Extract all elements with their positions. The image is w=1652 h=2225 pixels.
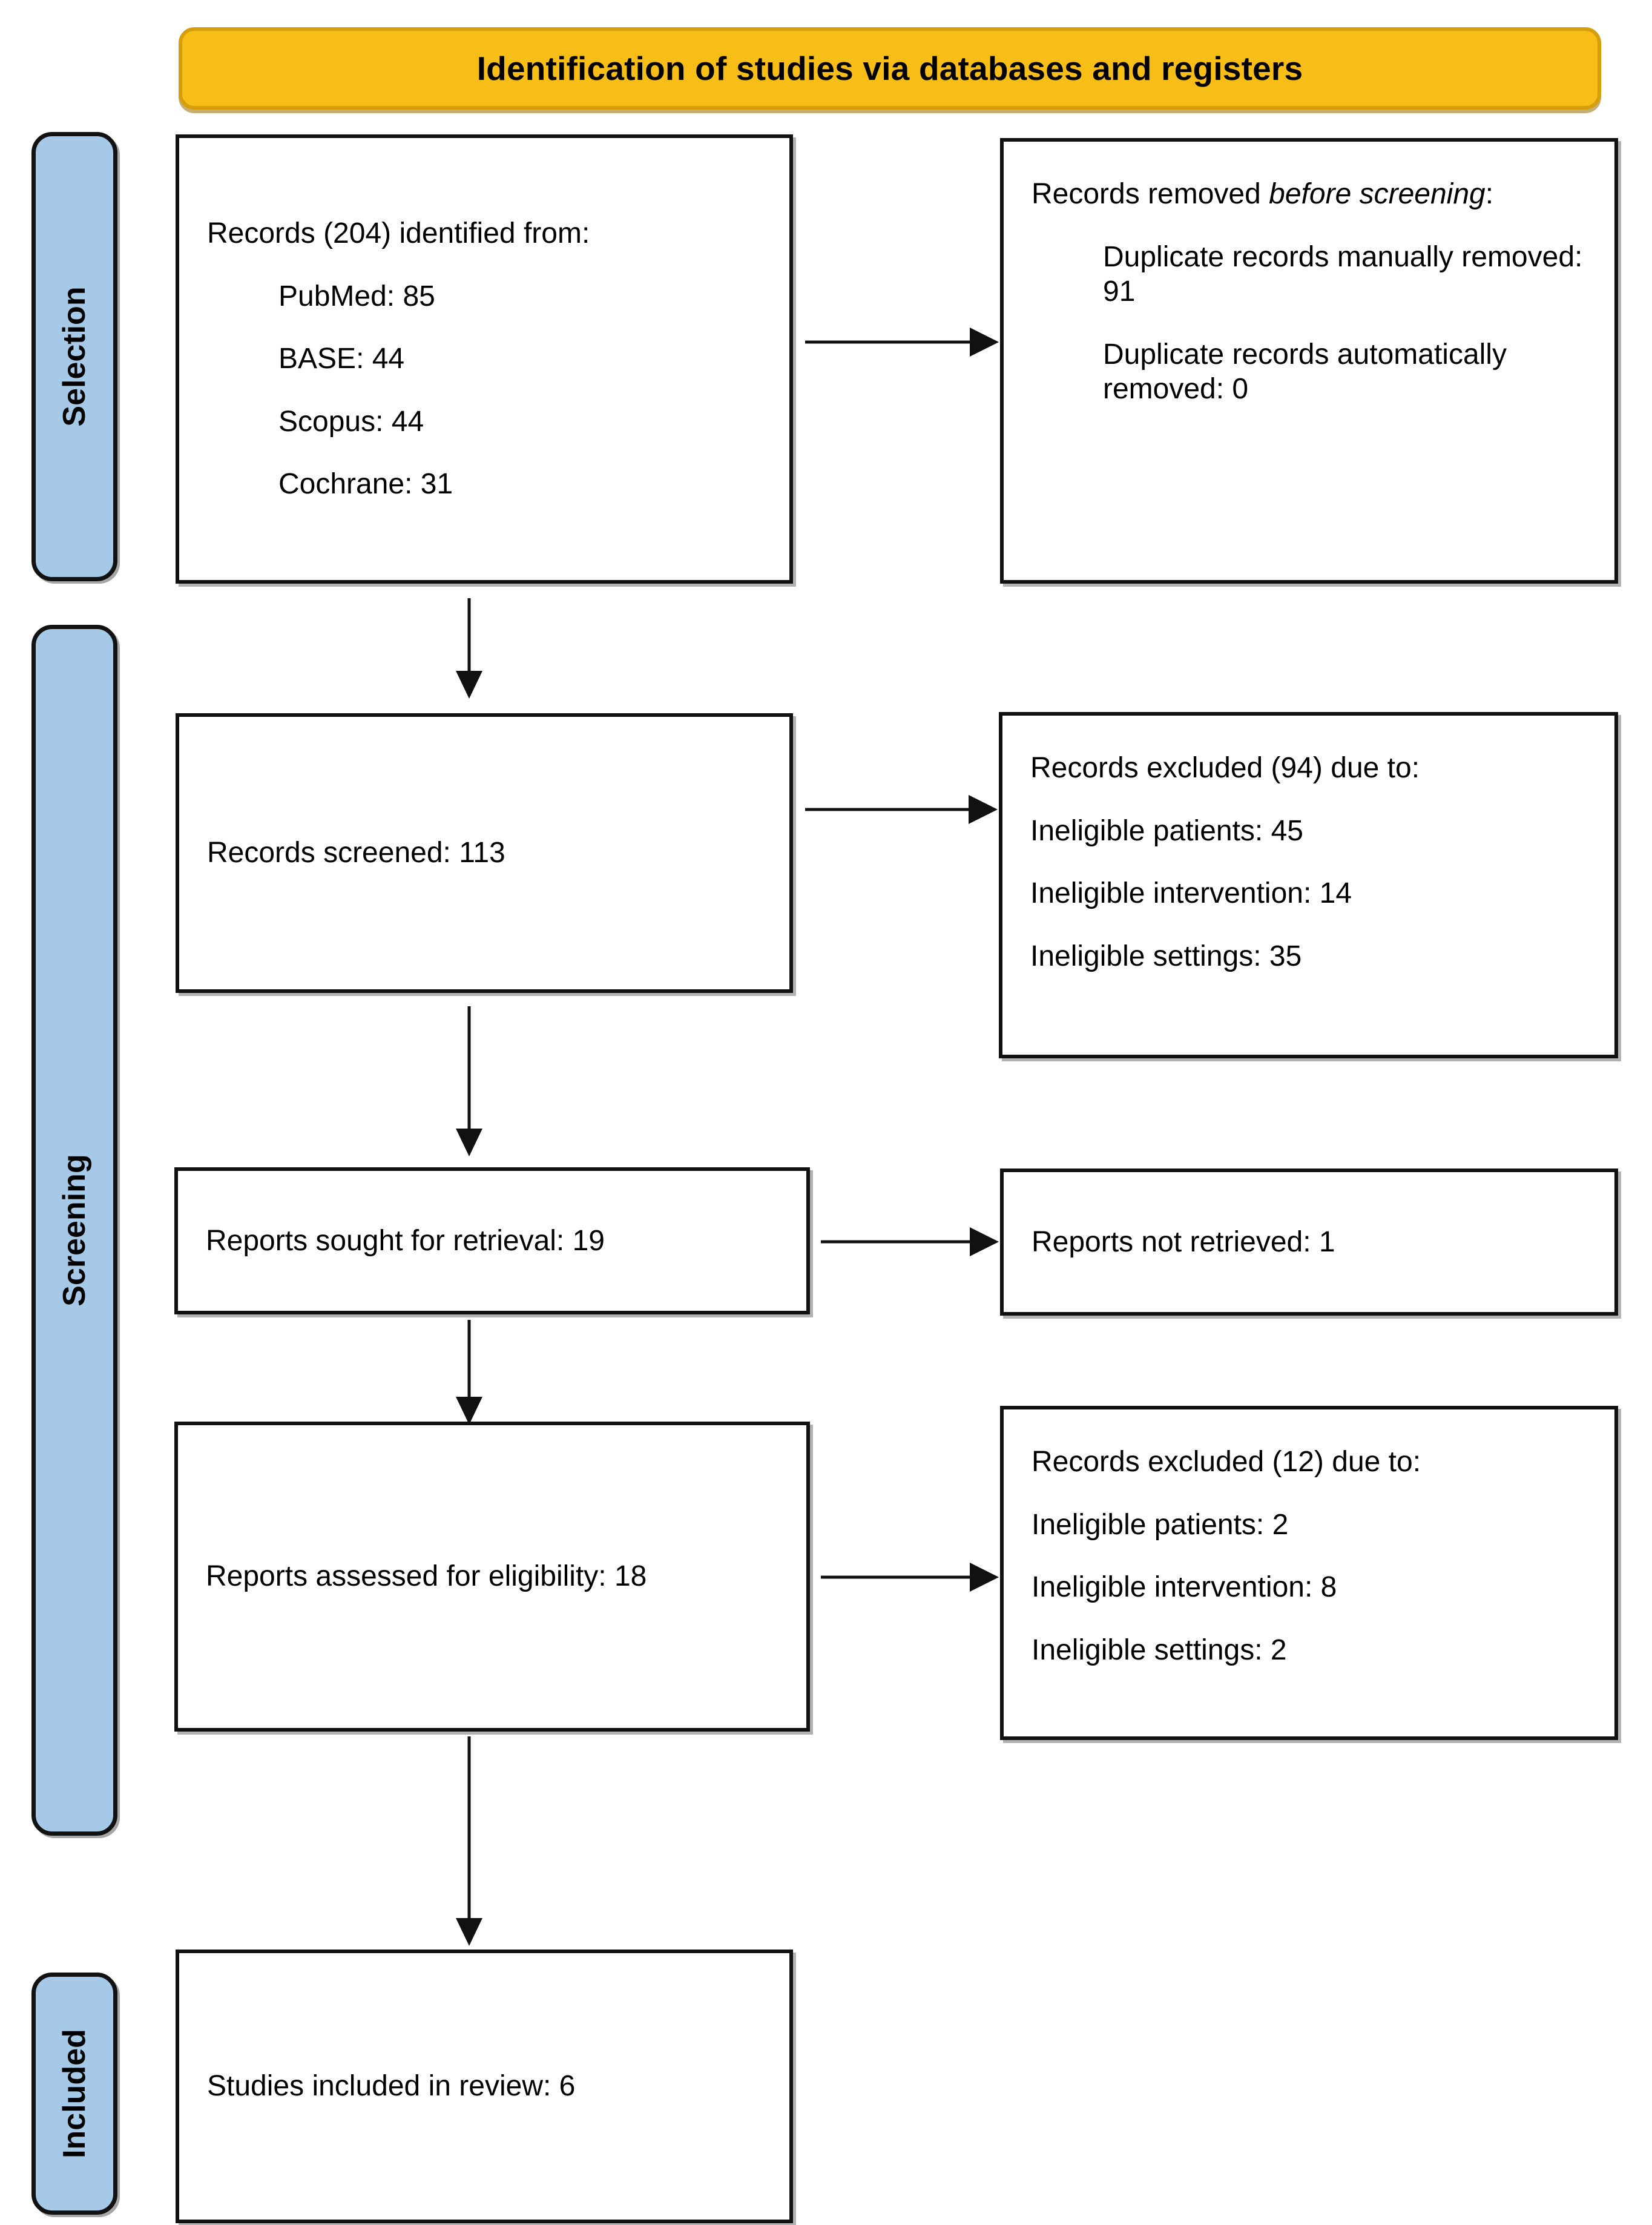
identification-banner: Identification of studies via databases … [179, 27, 1601, 110]
stage-label-included: Included [57, 2029, 92, 2158]
removed-heading: Records removed before screening: [1032, 177, 1587, 212]
removed-item-manual: Duplicate records manually removed: 91 [1103, 240, 1583, 308]
box-studies-included: Studies included in review: 6 [176, 1950, 793, 2223]
excluded12-item-patients: Ineligible patients: 2 [1032, 1508, 1289, 1541]
box-reports-sought: Reports sought for retrieval: 19 [174, 1167, 810, 1314]
removed-heading-post: : [1485, 178, 1494, 210]
arrow-sought-to-not-retrieved [821, 1227, 1000, 1257]
reports-assessed-text: Reports assessed for eligibility: 18 [206, 1560, 647, 1593]
reports-sought-text: Reports sought for retrieval: 19 [206, 1224, 605, 1257]
excluded12-item-settings: Ineligible settings: 2 [1032, 1633, 1287, 1666]
stage-band-screening: Screening [31, 625, 117, 1836]
arrow-assessed-to-excluded [821, 1562, 1000, 1592]
stage-band-selection: Selection [31, 132, 117, 581]
excluded94-item-patients: Ineligible patients: 45 [1030, 814, 1303, 847]
stage-band-included: Included [31, 1973, 117, 2215]
reports-not-retrieved-text: Reports not retrieved: 1 [1032, 1225, 1335, 1258]
stage-label-selection: Selection [57, 286, 92, 427]
box-records-identified: Records (204) identified from: PubMed: 8… [176, 134, 793, 584]
records-screened-text: Records screened: 113 [207, 837, 505, 869]
excluded94-item-settings: Ineligible settings: 35 [1030, 940, 1302, 972]
excluded12-heading: Records excluded (12) due to: [1032, 1446, 1421, 1478]
removed-heading-pre: Records removed [1032, 178, 1269, 210]
excluded94-item-intervention: Ineligible intervention: 14 [1030, 877, 1352, 910]
arrow-identified-to-removed [805, 327, 1000, 357]
identified-source-scopus: Scopus: 44 [278, 405, 424, 438]
identified-source-cochrane: Cochrane: 31 [278, 468, 453, 501]
box-records-screened: Records screened: 113 [176, 713, 793, 993]
box-reports-assessed: Reports assessed for eligibility: 18 [174, 1422, 810, 1732]
box-reports-not-retrieved: Reports not retrieved: 1 [1000, 1169, 1618, 1316]
excluded94-heading: Records excluded (94) due to: [1030, 752, 1420, 784]
arrow-sought-to-assessed [454, 1320, 484, 1426]
removed-heading-emphasis: before screening [1269, 178, 1486, 210]
arrow-assessed-to-included [454, 1736, 484, 1948]
identified-heading: Records (204) identified from: [207, 217, 590, 250]
removed-item-automatic: Duplicate records automatically removed:… [1103, 338, 1507, 406]
banner-title: Identification of studies via databases … [476, 50, 1303, 87]
arrow-screened-to-sought [454, 1006, 484, 1158]
identified-source-pubmed: PubMed: 85 [278, 280, 435, 312]
box-records-removed-before-screening: Records removed before screening: Duplic… [1000, 138, 1618, 584]
box-records-excluded-eligibility: Records excluded (12) due to: Ineligible… [1000, 1406, 1618, 1740]
excluded12-item-intervention: Ineligible intervention: 8 [1032, 1571, 1337, 1604]
identified-source-base: BASE: 44 [278, 343, 405, 375]
arrow-screened-to-excluded [805, 794, 999, 825]
box-records-excluded-screening: Records excluded (94) due to: Ineligible… [999, 712, 1618, 1058]
arrow-identified-to-screened [454, 598, 484, 700]
studies-included-text: Studies included in review: 6 [207, 2070, 576, 2103]
stage-label-screening: Screening [57, 1154, 92, 1307]
